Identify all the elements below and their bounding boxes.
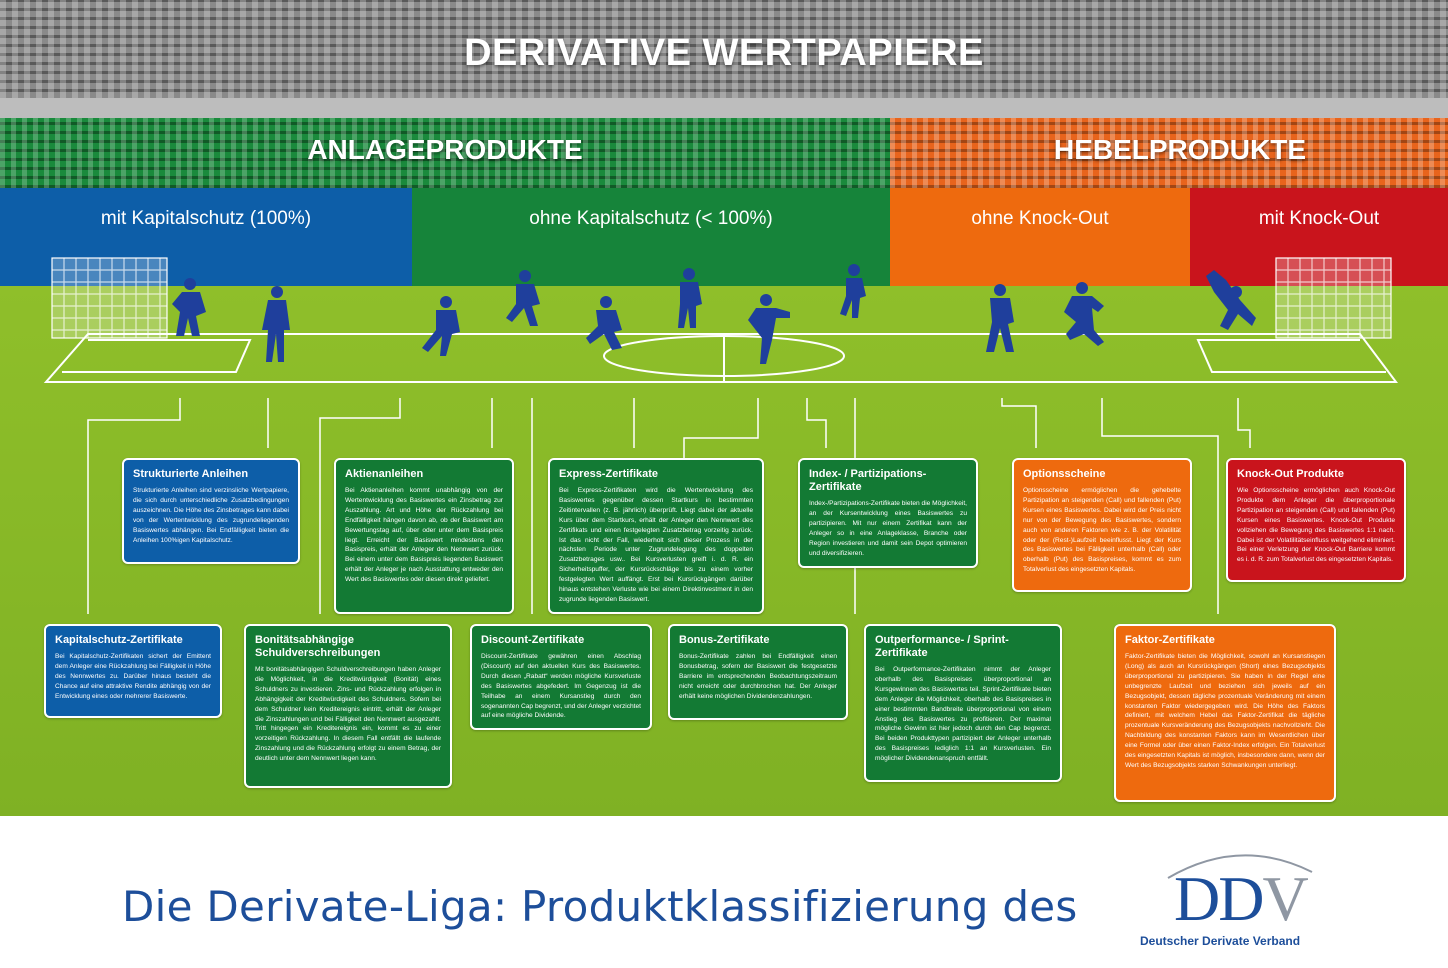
connector-kapitalschutz (87, 398, 181, 614)
stands-rail (0, 98, 1448, 118)
card-text: Optionsscheine ermöglichen die gehebelte… (1023, 487, 1181, 574)
card-text: Bonus-Zertifikate zahlen bei Endfälligke… (679, 653, 837, 700)
card-knock-out-produkte: Knock-Out Produkte Wie Optionsscheine er… (1226, 458, 1406, 582)
player-silhouette-icon (986, 284, 1014, 352)
stadium-seats-orange (890, 118, 1448, 188)
player-silhouette-icon (422, 296, 460, 356)
pitch-illustration (43, 257, 1398, 614)
player-silhouette-icon (1206, 270, 1256, 330)
player-silhouette-icon (840, 264, 866, 318)
card-text: Discount-Zertifikate gewähren einen Absc… (481, 653, 641, 720)
ddv-logo-arc-icon (1167, 854, 1313, 879)
ddv-logo-text: Deutscher Derivate Verband (1140, 934, 1301, 948)
card-bonus-zertifikate: Bonus-Zertifikate Bonus-Zertifikate zahl… (668, 624, 848, 720)
card-title: Optionsscheine (1023, 468, 1106, 480)
main-title: DERIVATIVE WERTPAPIERE (464, 32, 984, 74)
ddv-logo-icon: DDV (1174, 862, 1309, 936)
card-index-partizipations-zertifikate: Index- / Partizipations-Zertifikate Inde… (798, 458, 978, 568)
card-faktor-zertifikate: Faktor-Zertifikate Faktor-Zertifikate bi… (1114, 624, 1336, 802)
connector-faktor (1101, 398, 1219, 614)
logo-letter-d2: D (1218, 863, 1264, 934)
center-circle (603, 335, 845, 377)
connector-bonitaet (319, 398, 401, 614)
card-text: Strukturierte Anleihen sind verzinsliche… (133, 487, 289, 544)
player-silhouette-icon (748, 294, 790, 364)
card-text: Bei Kapitalschutz-Zertifikaten sichert d… (55, 653, 211, 700)
card-optionsscheine: Optionsscheine Optionsscheine ermögliche… (1012, 458, 1192, 592)
card-title: Strukturierte Anleihen (133, 468, 249, 480)
band-ohne-kapitalschutz: ohne Kapitalschutz (< 100%) (412, 188, 890, 286)
band-label-ohne-knock-out: ohne Knock-Out (971, 208, 1109, 229)
card-text: Mit bonitätsabhängigen Schuldverschreibu… (255, 666, 441, 763)
card-discount-zertifikate: Discount-Zertifikate Discount-Zertifikat… (470, 624, 652, 730)
card-text: Bei Express-Zertifikaten wird die Werten… (559, 487, 753, 603)
card-title: Discount-Zertifikate (481, 634, 585, 646)
player-silhouette-icon (1064, 282, 1104, 346)
connector-knockout (1237, 398, 1251, 448)
card-title: Express-Zertifikate (559, 468, 659, 480)
logo-letter-v: V (1262, 863, 1308, 934)
card-title: Index- / Partizipations-Zertifikate (809, 468, 927, 493)
band-label-mit-knock-out: mit Knock-Out (1258, 208, 1380, 229)
band-ohne-knock-out: ohne Knock-Out (890, 188, 1190, 286)
card-title: Bonitätsabhängige Schuldverschreibungen (255, 634, 381, 659)
card-title: Outperformance- / Sprint-Zertifikate (875, 634, 1009, 659)
goal-left-icon (51, 257, 168, 339)
player-silhouette-icon (678, 268, 702, 328)
card-title: Aktienanleihen (345, 468, 424, 480)
band-label-mit-kapitalschutz: mit Kapitalschutz (100%) (100, 208, 312, 229)
card-kapitalschutz-zertifikate: Kapitalschutz-Zertifikate Bei Kapitalsch… (44, 624, 222, 718)
footer-title: Die Derivate-Liga: Produktklassifizierun… (122, 882, 1078, 931)
card-text: Faktor-Zertifikate bieten die Möglichkei… (1125, 653, 1325, 769)
card-title: Bonus-Zertifikate (679, 634, 770, 646)
connector-index (806, 398, 827, 448)
card-text: Bei Outperformance-Zertifikaten nimmt de… (875, 666, 1051, 763)
connector-options (1001, 398, 1037, 448)
card-text: Bei Aktienanleihen kommt unabhängig von … (345, 487, 503, 584)
pitch-lines (43, 333, 1398, 383)
stadium-seats-green (0, 118, 890, 188)
card-title: Kapitalschutz-Zertifikate (55, 634, 183, 646)
logo-letter-d1: D (1174, 863, 1220, 934)
pitch-outline (43, 333, 1398, 383)
penalty-box-right (1196, 339, 1386, 373)
card-title: Knock-Out Produkte (1237, 468, 1344, 480)
card-strukturierte-anleihen: Strukturierte Anleihen Strukturierte Anl… (122, 458, 300, 564)
player-silhouette-icon (262, 286, 290, 362)
penalty-box-left (62, 339, 252, 373)
group-title-anlageprodukte: ANLAGEPRODUKTE (307, 134, 583, 165)
goal-right-icon (1275, 257, 1392, 339)
card-title: Faktor-Zertifikate (1125, 634, 1215, 646)
players (172, 264, 1256, 364)
player-silhouette-icon (506, 270, 540, 326)
card-bonitaetsabhaengige-schuldverschreibungen: Bonitätsabhängige Schuldverschreibungen … (244, 624, 452, 788)
player-silhouette-icon (172, 278, 206, 336)
stadium-stands-gray (0, 0, 1448, 110)
card-outperformance-sprint-zertifikate: Outperformance- / Sprint-Zertifikate Bei… (864, 624, 1062, 782)
card-express-zertifikate: Express-Zertifikate Bei Express-Zertifik… (548, 458, 764, 614)
card-text: Wie Optionsscheine ermöglichen auch Knoc… (1237, 487, 1395, 564)
band-label-ohne-kapitalschutz: ohne Kapitalschutz (< 100%) (529, 208, 773, 229)
card-text: Index-/Partizipations-Zertifikate bieten… (809, 500, 967, 557)
group-title-hebelprodukte: HEBELPRODUKTE (1053, 134, 1306, 165)
player-silhouette-icon (586, 296, 622, 350)
card-aktienanleihen: Aktienanleihen Bei Aktienanleihen kommt … (334, 458, 514, 614)
